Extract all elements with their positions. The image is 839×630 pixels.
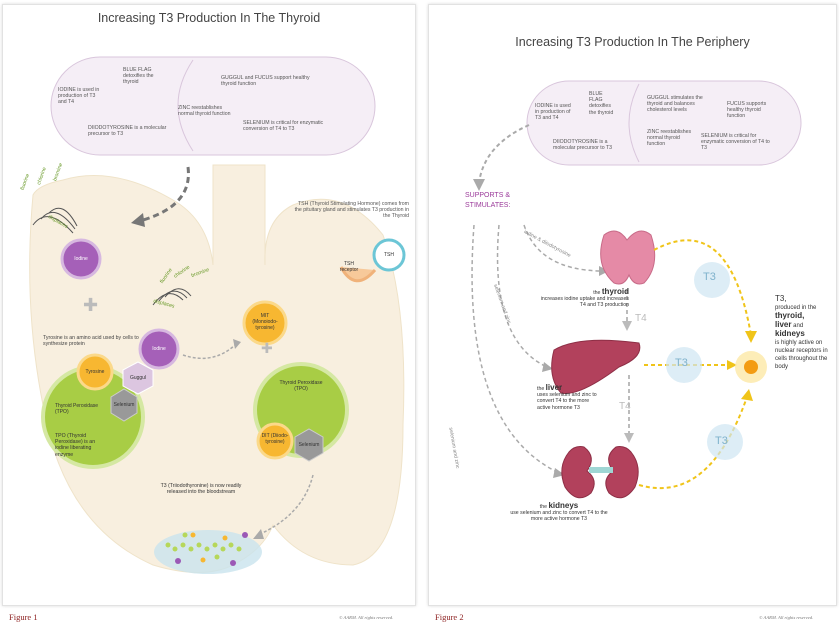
- figure-1-title: Increasing T3 Production In The Thyroid: [97, 11, 321, 25]
- t3-release-text: T3 (Triiodothyronine) is now readily rel…: [160, 483, 242, 496]
- iodine-circle-2: [138, 328, 180, 370]
- kidney-left-illustration: [561, 446, 595, 499]
- iodine-label-2: Iodine: [152, 346, 166, 352]
- selenium-hexagon-2: [294, 428, 324, 462]
- pill2-blueflag-text: BLUE FLAG detoxifies the thyroid: [589, 91, 614, 116]
- tsh-circle: [372, 238, 406, 272]
- figure-2-graphics: [471, 80, 802, 499]
- mit-label: MIT (Monoiodo-tyrosine): [252, 313, 278, 331]
- tsh-description: TSH (Thyroid Stimulating Hormone) comes …: [294, 201, 409, 220]
- figure-1-panel: Increasing T3 Production In The Thyroid …: [2, 4, 416, 622]
- thyroid-organ-illustration: [600, 230, 656, 285]
- t3-glow-3: [707, 424, 743, 460]
- mit-circle: [242, 300, 288, 346]
- pill-zinc-text: ZINC reestablishes normal thyroid functi…: [178, 105, 231, 118]
- t3-label-3: T3: [715, 435, 728, 447]
- nutrient-pill: [50, 56, 376, 156]
- right-t3-summary: T3, produced in the thyroid, liver and k…: [775, 294, 828, 371]
- t3-label-2: T3: [675, 357, 688, 369]
- supports-stimulates-heading: SUPPORTS & STIMULATES:: [465, 192, 511, 209]
- pill-iodine-text: IODINE is used in production of T3 and T…: [58, 87, 100, 106]
- pill2-selenium-text: SELENIUM is critical for enzymatic conve…: [701, 133, 770, 152]
- tyrosine-description: Tyrosine is an amino acid used by cells …: [43, 335, 139, 348]
- thyroid-caption: the thyroid increases iodine uptake and …: [540, 287, 629, 309]
- selenium-label-2: Selenium: [298, 442, 320, 448]
- pill-guggul-text: GUGGUL and FUCUS support healthy thyroid…: [221, 75, 310, 88]
- guggul-hexagon: [122, 361, 154, 395]
- liver-caption: the liver uses selenium and zinc to conv…: [537, 383, 597, 411]
- pill2-fucus-text: FUCUS supports healthy thyroid function: [727, 101, 767, 120]
- tpo-label-2: Thyroid Peroxidase (TPO): [279, 380, 323, 392]
- figure-1-graphics: ✚ ✚: [29, 56, 406, 574]
- tpo-description: TPO (Thyroid Peroxidase) is an iodine li…: [55, 433, 96, 458]
- pill2-diiodo-text: DIIODOTYROSINE is a molecular precursor …: [553, 139, 613, 152]
- tyrosine-circle: [76, 353, 114, 391]
- svg-text:✚: ✚: [261, 340, 273, 356]
- svg-text:✚: ✚: [83, 295, 98, 315]
- liver-illustration: [551, 339, 641, 394]
- t4-label-2: T4: [619, 401, 631, 412]
- pill-blueflag-text: BLUE FLAG detoxifies the thyroid: [123, 67, 154, 86]
- t3-glow-2: [666, 347, 702, 383]
- pill2-zinc-text: ZINC reestablishes normal thyroid functi…: [647, 129, 692, 148]
- tsh-receptor-label: TSH receptor: [339, 261, 359, 273]
- dit-label: DIT (Diiodo-tyrosine): [261, 433, 289, 445]
- dit-circle: [256, 422, 294, 460]
- figure-2-footer: Figure 2: [435, 612, 464, 622]
- figure-1-copyright: © AARM. All rights reserved.: [339, 615, 394, 620]
- iodine-circle-1: [60, 238, 102, 280]
- figure-2-title: Increasing T3 Production In The Peripher…: [515, 35, 750, 49]
- t4-label-1: T4: [635, 313, 647, 324]
- selenium-label-1: Selenium: [113, 402, 135, 408]
- guggul-label: Guggul: [129, 375, 147, 381]
- pill-selenium-text: SELENIUM is critical for enzymatic conve…: [243, 120, 324, 133]
- tpo-label-1: Thyroid Peroxidase (TPO): [55, 403, 99, 415]
- t3-glow-1: [694, 262, 730, 298]
- tsh-label: TSH: [384, 252, 394, 258]
- selenium-hexagon-1: [110, 388, 138, 422]
- figure-1-footer: Figure 1: [9, 612, 38, 622]
- thyroid-shape: [29, 164, 405, 573]
- tsh-receptor-shape: [339, 266, 377, 283]
- pill2-guggul-text: GUGGUL stimulates the thyroid and balanc…: [647, 95, 703, 114]
- pill-diiodo-text: DIIODOTYROSINE is a molecular precursor …: [88, 125, 167, 138]
- target-cell: [744, 360, 758, 374]
- pill2-iodine-text: IODINE is used in production of T3 and T…: [535, 103, 571, 122]
- nutrient-pill-2: [526, 80, 802, 166]
- t3-molecule-chain: [165, 532, 242, 560]
- t3-label-1: T3: [703, 271, 716, 283]
- figure-2-copyright: © AARM. All rights reserved.: [759, 615, 814, 620]
- tyrosine-label: Tyrosine: [85, 369, 105, 375]
- iodine-label-1: Iodine: [74, 256, 88, 262]
- figure-2-panel: Increasing T3 Production In The Peripher…: [428, 4, 837, 622]
- kidneys-caption: the kidneys use selenium and zinc to con…: [510, 501, 608, 523]
- kidney-right-illustration: [605, 446, 639, 499]
